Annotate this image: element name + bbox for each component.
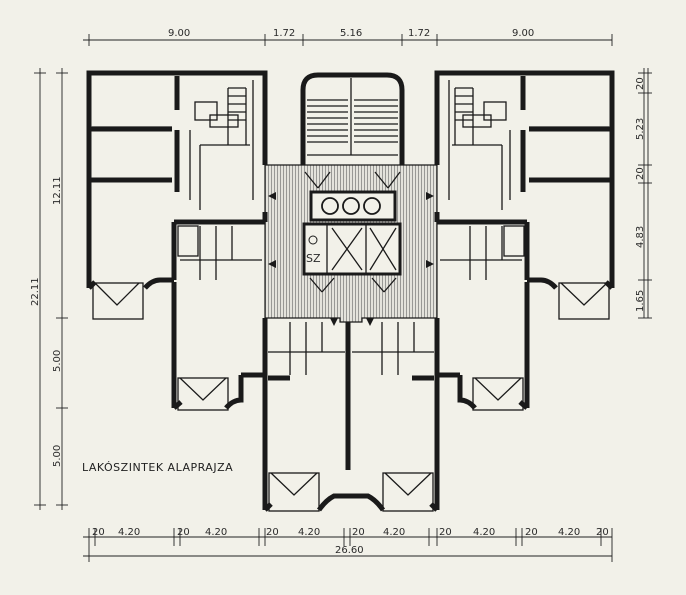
top-dimension-chain: 9.00 1.72 5.16 1.72 9.00 <box>83 28 613 46</box>
dim-bottom-5: 20 <box>266 527 279 538</box>
dim-bottom-6: 4.20 <box>298 527 320 538</box>
stair-core <box>300 72 405 189</box>
dim-left-total: 22.11 <box>30 277 41 306</box>
dim-left-3: 5.00 <box>52 445 63 467</box>
dim-right-2: 5.23 <box>635 118 646 140</box>
dim-bottom-3: 20 <box>177 527 190 538</box>
chute-circle <box>342 197 360 215</box>
left-lower-apartment <box>171 225 268 510</box>
plan-title: LAKÓSZINTEK ALAPRAJZA <box>82 461 233 474</box>
dim-bottom-9: 20 <box>439 527 452 538</box>
dim-bottom-4: 4.20 <box>205 527 227 538</box>
chute-circle <box>363 197 381 215</box>
dim-left-1: 12.11 <box>52 176 63 205</box>
dim-right-5: 1.65 <box>635 290 646 312</box>
dim-bottom-12: 4.20 <box>558 527 580 538</box>
left-upper-apartment <box>86 70 268 320</box>
dim-top-3: 5.16 <box>340 28 362 39</box>
left-dimension-chain: 22.11 12.11 5.00 5.00 <box>30 68 68 510</box>
dim-bottom-11: 20 <box>525 527 538 538</box>
dim-right-1: 20 <box>635 77 646 90</box>
dim-right-3: 20 <box>635 167 646 180</box>
dim-bottom-1: 20 <box>92 527 105 538</box>
chute-circle <box>321 197 339 215</box>
room-label-sz: SZ <box>306 252 321 265</box>
dim-right-4: 4.83 <box>635 226 646 248</box>
right-upper-apartment <box>434 70 615 320</box>
lift-core <box>302 190 402 293</box>
dim-bottom-total: 26.60 <box>335 545 364 556</box>
dim-bottom-13: 20 <box>596 527 609 538</box>
dim-bottom-2: 4.20 <box>118 527 140 538</box>
dim-top-1: 9.00 <box>168 28 190 39</box>
right-dimension-chain: 20 5.23 20 4.83 1.65 <box>635 68 652 319</box>
dim-bottom-7: 20 <box>352 527 365 538</box>
dim-left-2: 5.00 <box>52 350 63 372</box>
bottom-dimension-chain: 20 4.20 20 4.20 20 4.20 20 4.20 20 4.20 … <box>83 527 613 562</box>
bottom-apartments <box>263 322 439 512</box>
dim-top-2: 1.72 <box>273 28 295 39</box>
right-lower-apartment <box>434 225 530 510</box>
dim-top-4: 1.72 <box>408 28 430 39</box>
door-markers <box>268 192 434 326</box>
dim-top-5: 9.00 <box>512 28 534 39</box>
dim-bottom-10: 4.20 <box>473 527 495 538</box>
dim-bottom-8: 4.20 <box>383 527 405 538</box>
